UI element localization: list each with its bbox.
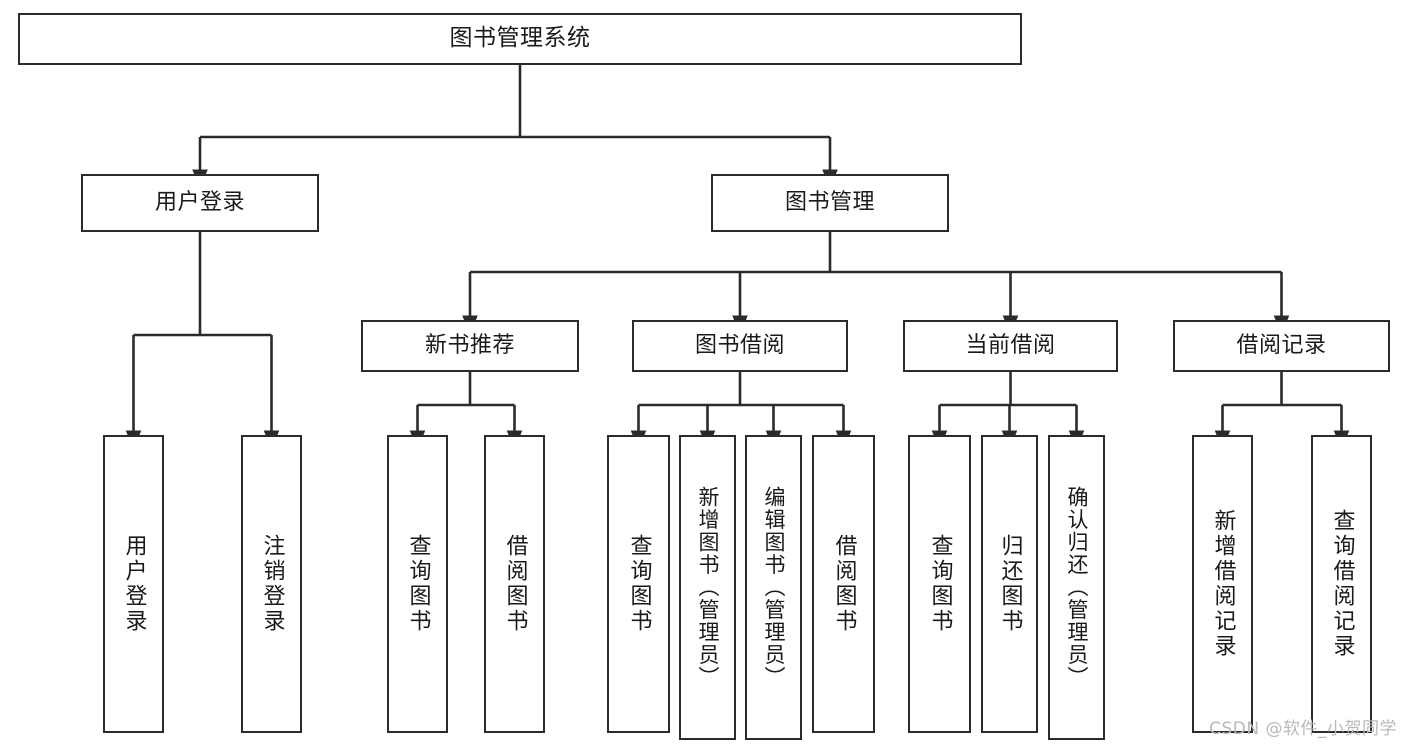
node-label: 借阅图书	[831, 534, 857, 634]
node-l-bq[interactable]: 查询图书	[607, 435, 670, 733]
node-label: 新增借阅记录	[1210, 509, 1236, 659]
node-label: 新书推荐	[424, 332, 515, 358]
node-label: 图书管理	[784, 189, 875, 215]
node-l-userlogin[interactable]: 用户登录	[103, 435, 164, 733]
node-l-nr-query[interactable]: 查询图书	[387, 435, 448, 733]
node-borrow[interactable]: 图书借阅	[632, 320, 848, 372]
node-label: 图书借阅	[694, 332, 785, 358]
node-label: 用户登录	[154, 189, 245, 215]
node-records[interactable]: 借阅记录	[1173, 320, 1390, 372]
node-label: 归还图书	[997, 534, 1023, 634]
node-l-creturn[interactable]: 归还图书	[981, 435, 1038, 733]
node-l-bedit[interactable]: 编辑图书（管理员）	[745, 435, 802, 740]
node-l-nr-borrow[interactable]: 借阅图书	[484, 435, 545, 733]
node-label: 编辑图书（管理员）	[762, 486, 786, 689]
node-label: 注销登录	[259, 534, 285, 634]
node-label: 查询图书	[626, 534, 652, 634]
node-label: 新增图书（管理员）	[696, 486, 720, 689]
node-label: 确认归还（管理员）	[1065, 486, 1089, 689]
node-l-cconfirm[interactable]: 确认归还（管理员）	[1048, 435, 1105, 740]
node-label: 查询借阅记录	[1329, 509, 1355, 659]
node-l-cq[interactable]: 查询图书	[908, 435, 971, 733]
node-current[interactable]: 当前借阅	[903, 320, 1118, 372]
node-l-badd[interactable]: 新增图书（管理员）	[679, 435, 736, 740]
node-l-logout[interactable]: 注销登录	[241, 435, 302, 733]
node-label: 图书管理系统	[449, 25, 591, 52]
node-label: 借阅图书	[502, 534, 528, 634]
node-login[interactable]: 用户登录	[81, 174, 319, 232]
node-l-rquery[interactable]: 查询借阅记录	[1311, 435, 1372, 733]
node-label: 当前借阅	[965, 332, 1056, 358]
node-bookmgr[interactable]: 图书管理	[711, 174, 949, 232]
node-newrec[interactable]: 新书推荐	[361, 320, 579, 372]
node-label: 查询图书	[405, 534, 431, 634]
node-label: 借阅记录	[1236, 332, 1327, 358]
node-l-bborrow[interactable]: 借阅图书	[812, 435, 875, 733]
node-label: 查询图书	[927, 534, 953, 634]
node-label: 用户登录	[121, 534, 147, 634]
node-l-radd[interactable]: 新增借阅记录	[1192, 435, 1253, 733]
node-root[interactable]: 图书管理系统	[18, 13, 1022, 65]
